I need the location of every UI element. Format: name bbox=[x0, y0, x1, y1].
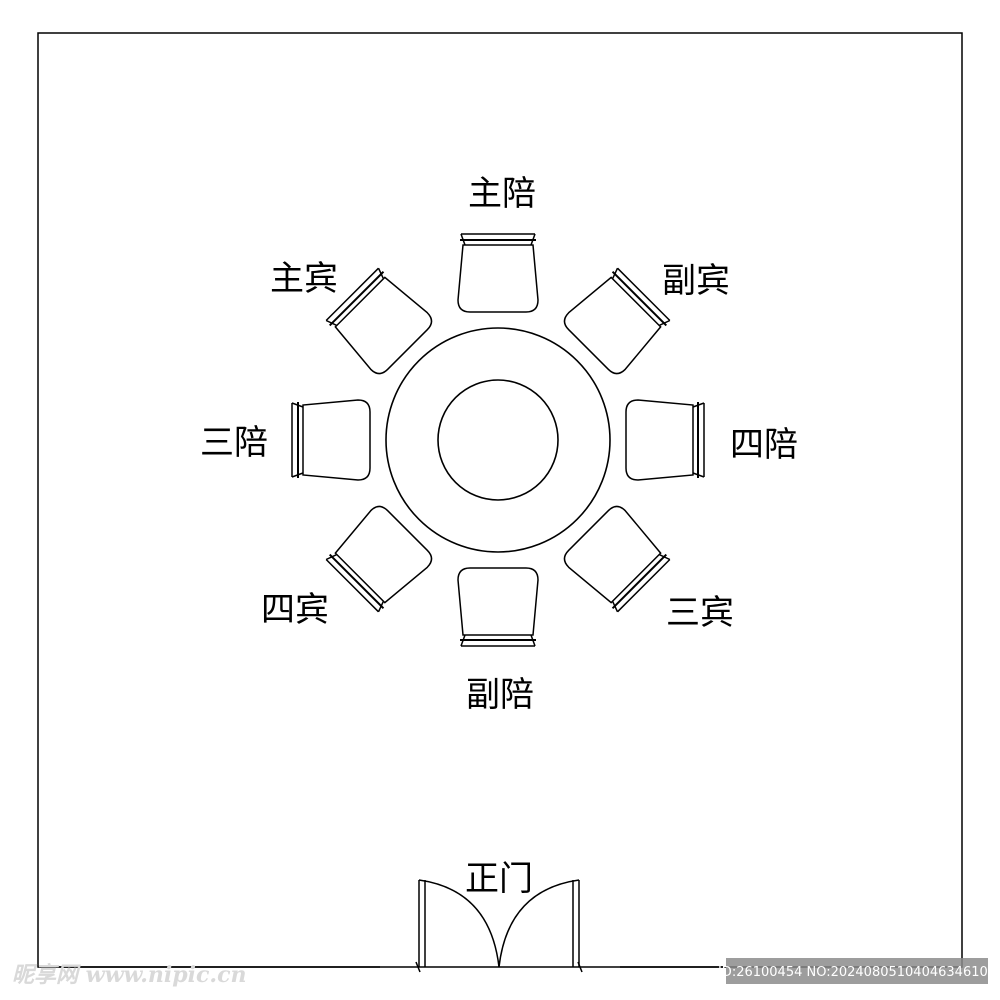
watermark-left: 昵享网 www.nipic.cn bbox=[12, 962, 246, 988]
lazy-susan bbox=[437, 379, 559, 501]
seat-labels: 主陪 副宾 四陪 三宾 副陪 四宾 三陪 主宾 bbox=[200, 174, 798, 715]
seat-label-sanbin: 三宾 bbox=[666, 593, 734, 633]
chairs bbox=[291, 233, 705, 647]
chair-right bbox=[625, 399, 705, 481]
chair-top bbox=[457, 233, 539, 313]
door-label: 正门 bbox=[465, 859, 533, 899]
seat-label-sibin: 四宾 bbox=[261, 590, 329, 630]
chair-left bbox=[291, 399, 371, 481]
watermark-right: ID:26100454 NO:20240805104046346105 bbox=[718, 965, 996, 980]
round-table bbox=[385, 327, 611, 553]
watermark-right-box: ID:26100454 NO:20240805104046346105 bbox=[718, 958, 996, 984]
seat-label-sanpei: 三陪 bbox=[200, 423, 268, 463]
seat-label-sipei: 四陪 bbox=[730, 425, 798, 465]
seat-label-zhubin: 主宾 bbox=[270, 259, 338, 299]
seat-label-fubin: 副宾 bbox=[662, 261, 730, 301]
seat-label-fupei: 副陪 bbox=[466, 675, 534, 715]
seat-label-zhupei: 主陪 bbox=[468, 174, 536, 214]
chair-bottom bbox=[457, 567, 539, 647]
table-outer-edge bbox=[385, 327, 611, 553]
